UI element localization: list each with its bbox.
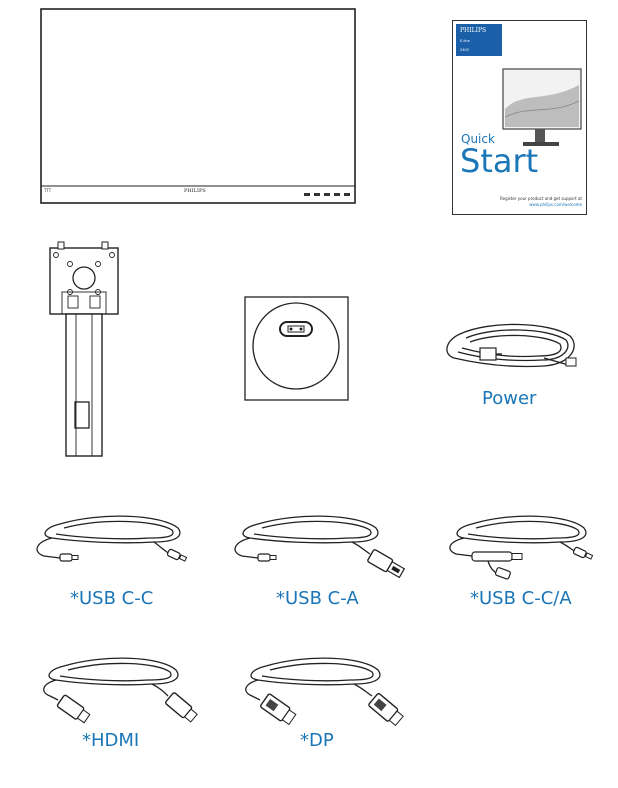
dp-cable-illustration	[236, 656, 404, 728]
booklet-title-small: Quick	[461, 132, 495, 146]
usb-cca-cable-illustration	[444, 512, 604, 582]
monitor-brand: PHILIPS	[184, 188, 206, 194]
power-cable-illustration	[440, 318, 580, 376]
hdmi-label: *HDMI	[82, 730, 140, 751]
usb-ca-cable-illustration	[228, 512, 408, 584]
dp-label: *DP	[300, 730, 334, 751]
monitor-illustration: PHILIPS TTT	[38, 6, 358, 206]
hdmi-cable-illustration	[34, 656, 198, 726]
usb-cc-label: *USB C-C	[70, 588, 154, 609]
booklet-tag2: 2403	[460, 48, 469, 52]
booklet-register-line1: Register your product and get support at	[500, 196, 582, 201]
stand-illustration	[46, 240, 122, 460]
booklet-monitor-image	[502, 68, 582, 146]
booklet-header-band: PHILIPS E-line 2403	[456, 24, 502, 56]
booklet-tag1: E-line	[460, 39, 470, 43]
power-label: Power	[482, 388, 537, 409]
usb-cca-label: *USB C-C/A	[470, 588, 572, 609]
usb-cc-cable-illustration	[30, 512, 192, 568]
booklet-register-line2: www.philips.com/welcome	[529, 202, 582, 207]
booklet-title-large: Start	[460, 142, 539, 180]
usb-ca-label: *USB C-A	[276, 588, 359, 609]
monitor-model: TTT	[44, 188, 52, 193]
base-illustration	[244, 296, 350, 402]
booklet-brand: PHILIPS	[460, 27, 487, 34]
quick-start-booklet: PHILIPS E-line 2403 Quick Start Register…	[452, 20, 587, 215]
